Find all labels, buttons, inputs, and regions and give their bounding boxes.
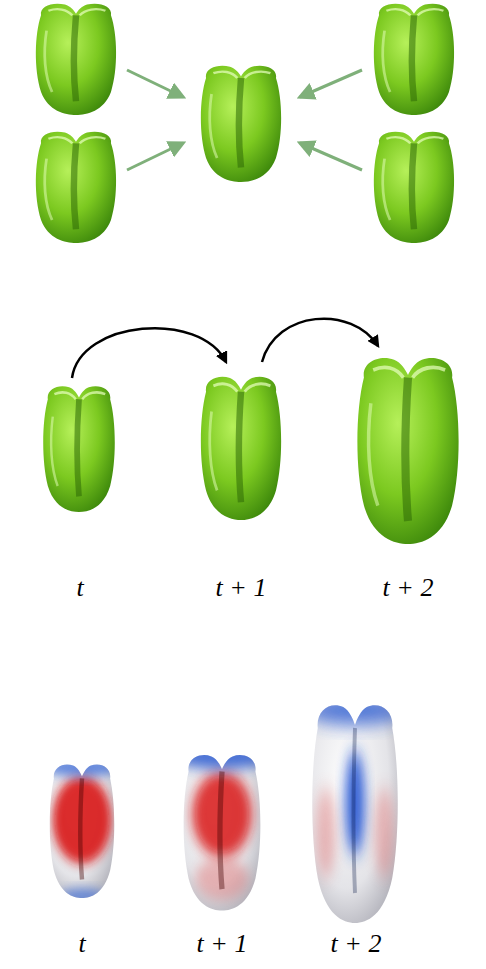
time-label: t + 1	[216, 574, 267, 603]
time-label: t	[78, 930, 85, 959]
time-label: t	[76, 574, 83, 603]
time-label: t + 1	[197, 930, 248, 959]
time-label: t + 2	[331, 930, 382, 959]
time-label: t + 2	[383, 574, 434, 603]
